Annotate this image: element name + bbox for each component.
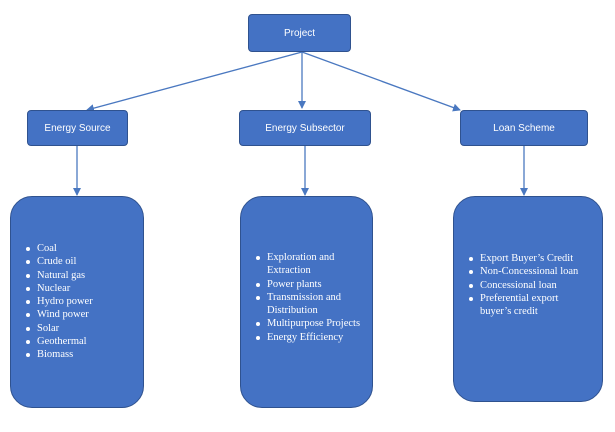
list-item: Wind power: [26, 308, 143, 321]
list-item: Hydro power: [26, 295, 143, 308]
loan-scheme-list-box: Export Buyer’s Credit Non-Concessional l…: [453, 196, 603, 402]
list-item: Crude oil: [26, 255, 143, 268]
energy-source-title: Energy Source: [44, 122, 111, 134]
list-item: Non-Concessional loan: [469, 265, 581, 278]
arrow-project-to-loan-scheme: [301, 51, 461, 112]
list-item: Preferential export buyer’s credit: [469, 292, 581, 319]
loan-scheme-list: Export Buyer’s Credit Non-Concessional l…: [454, 252, 581, 318]
list-item: Concessional loan: [469, 279, 581, 292]
energy-source-box: Energy Source: [27, 110, 128, 146]
energy-subsector-list: Exploration and Extraction Power plants …: [241, 251, 361, 344]
loan-scheme-box: Loan Scheme: [460, 110, 588, 146]
energy-subsector-list-box: Exploration and Extraction Power plants …: [240, 196, 373, 408]
list-item: Solar: [26, 322, 143, 335]
list-item: Geothermal: [26, 335, 143, 348]
list-item: Exploration and Extraction: [256, 251, 361, 278]
list-item: Energy Efficiency: [256, 331, 361, 344]
list-item: Power plants: [256, 278, 361, 291]
list-item: Transmission and Distribution: [256, 291, 361, 318]
arrow-project-to-energy-source: [86, 51, 303, 113]
energy-subsector-box: Energy Subsector: [239, 110, 371, 146]
loan-scheme-title: Loan Scheme: [493, 122, 555, 134]
energy-source-list: Coal Crude oil Natural gas Nuclear Hydro…: [11, 242, 143, 362]
list-item: Biomass: [26, 348, 143, 361]
project-box: Project: [248, 14, 351, 52]
list-item: Natural gas: [26, 269, 143, 282]
list-item: Multipurpose Projects: [256, 317, 361, 330]
list-item: Export Buyer’s Credit: [469, 252, 581, 265]
list-item: Nuclear: [26, 282, 143, 295]
energy-subsector-title: Energy Subsector: [265, 122, 345, 134]
energy-source-list-box: Coal Crude oil Natural gas Nuclear Hydro…: [10, 196, 144, 408]
list-item: Coal: [26, 242, 143, 255]
project-label: Project: [283, 27, 316, 39]
